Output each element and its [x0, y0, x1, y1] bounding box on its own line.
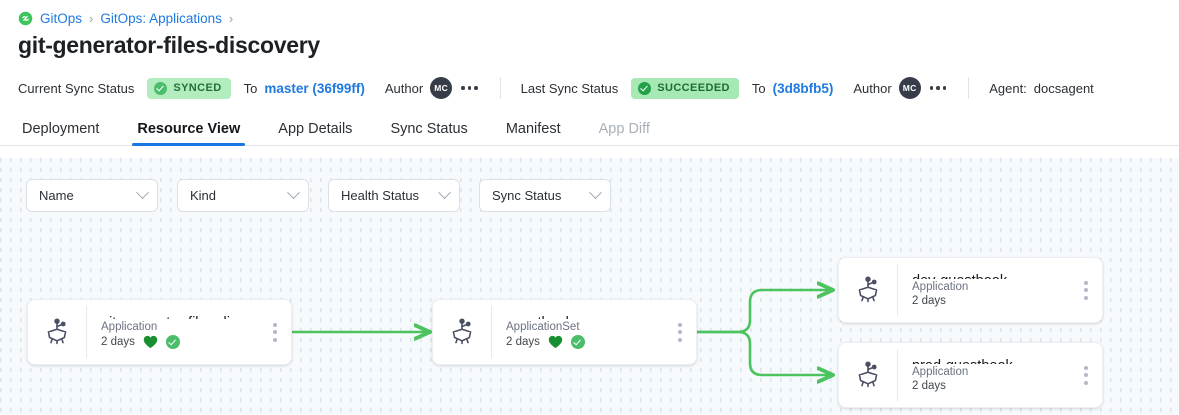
node-kind: Application — [101, 321, 158, 333]
current-to-label: To — [243, 80, 258, 96]
node-kind: ApplicationSet — [506, 321, 580, 333]
tab-deployment[interactable]: Deployment — [22, 120, 100, 137]
filter-name-select[interactable]: Name — [26, 179, 158, 212]
agent-label: Agent: — [989, 80, 1027, 96]
tab-manifest[interactable]: Manifest — [505, 120, 561, 137]
agent-value: docsagent — [1033, 80, 1094, 96]
node-more-icon[interactable] — [670, 317, 690, 348]
last-sync-more-icon[interactable] — [928, 82, 949, 94]
node-title: guestbook — [506, 315, 670, 319]
filter-kind-select[interactable]: Kind — [177, 179, 309, 212]
breadcrumb-separator: › — [89, 10, 94, 26]
current-sync-more-icon[interactable] — [459, 82, 480, 94]
filter-name-label: Name — [39, 188, 74, 203]
node-more-icon[interactable] — [265, 317, 285, 348]
last-to-label: To — [751, 80, 766, 96]
node-body: dev-guestbook Application 2 days — [897, 264, 1076, 316]
node-meta: 2 days — [101, 335, 265, 349]
graph-node-root[interactable]: git-generator-files-disco… Application 2… — [27, 299, 292, 365]
sync-status-check-icon — [165, 335, 180, 349]
edge-appset-dev — [695, 290, 831, 334]
node-meta: 2 days — [912, 295, 1076, 307]
node-kind: Application — [912, 366, 969, 378]
divider — [968, 77, 970, 99]
tab-resource-view[interactable]: Resource View — [118, 121, 259, 146]
tab-sync-status[interactable]: Sync Status — [390, 120, 468, 137]
breadcrumb-item-gitops[interactable]: GitOps — [40, 10, 83, 26]
node-title: git-generator-files-disco… — [101, 315, 265, 319]
last-sync-status-badge-label: SUCCEEDED — [657, 82, 730, 94]
resource-graph-canvas[interactable]: Name Kind Health Status Sync Status — [0, 158, 1179, 415]
filter-sync-status-select[interactable]: Sync Status — [479, 179, 611, 212]
current-sync-status-label: Current Sync Status — [18, 80, 135, 96]
node-kind: Application — [912, 281, 969, 293]
gitops-link-icon — [18, 11, 33, 25]
node-meta: 2 days — [506, 335, 670, 349]
node-title: dev-guestbook — [912, 273, 1076, 279]
filter-kind-label: Kind — [190, 188, 217, 203]
current-sync-status-badge: SYNCED — [147, 77, 231, 99]
chevron-down-icon — [438, 186, 451, 200]
check-circle-icon — [154, 81, 168, 95]
last-revision-link[interactable]: (3d8bfb5) — [772, 80, 834, 96]
node-age: 2 days — [912, 295, 946, 307]
divider — [499, 77, 501, 99]
node-body: prod-guestbook Application 2 days — [897, 349, 1076, 401]
graph-node-prod-guestbook[interactable]: prod-guestbook Application 2 days — [838, 342, 1103, 408]
graph-node-guestbook[interactable]: guestbook ApplicationSet 2 days — [432, 299, 697, 365]
current-author-label: Author — [384, 80, 424, 96]
graph-node-dev-guestbook[interactable]: dev-guestbook Application 2 days — [838, 257, 1103, 323]
node-age: 2 days — [506, 336, 540, 348]
node-age: 2 days — [101, 336, 135, 348]
chevron-down-icon — [287, 186, 300, 200]
breadcrumb-separator-end: › — [228, 10, 234, 26]
last-author-label: Author — [853, 80, 892, 96]
page-title: git-generator-files-discovery — [18, 32, 320, 58]
node-title: prod-guestbook — [912, 358, 1076, 364]
filter-health-status-label: Health Status — [341, 188, 420, 203]
argo-app-icon — [839, 276, 897, 304]
node-more-icon[interactable] — [1076, 275, 1096, 306]
node-more-icon[interactable] — [1076, 360, 1096, 391]
filter-sync-status-label: Sync Status — [492, 188, 562, 203]
argo-app-icon — [839, 361, 897, 389]
node-body: git-generator-files-disco… Application 2… — [86, 306, 265, 358]
chevron-down-icon — [589, 186, 602, 200]
check-circle-icon — [638, 81, 652, 95]
filter-bar: Name Kind Health Status Sync Status — [26, 179, 611, 212]
breadcrumb: GitOps › GitOps: Applications › — [0, 0, 1179, 26]
breadcrumb-item-applications[interactable]: GitOps: Applications — [100, 10, 222, 26]
filter-health-status-select[interactable]: Health Status — [328, 179, 460, 212]
last-sync-status-badge: SUCCEEDED — [631, 77, 739, 99]
avatar: MC — [898, 77, 921, 99]
last-sync-status-label: Last Sync Status — [520, 80, 619, 96]
tab-bar: Deployment Resource View App Details Syn… — [0, 106, 1179, 146]
node-age: 2 days — [912, 380, 946, 392]
sync-status-check-icon — [570, 335, 585, 349]
current-sync-status-badge-label: SYNCED — [173, 82, 222, 94]
tab-app-details[interactable]: App Details — [278, 120, 353, 137]
argo-app-icon — [28, 318, 86, 346]
tab-app-diff: App Diff — [598, 120, 650, 137]
argo-app-icon — [433, 318, 491, 346]
edge-appset-prod — [695, 330, 831, 375]
health-heart-icon — [143, 335, 158, 349]
node-body: guestbook ApplicationSet 2 days — [491, 306, 670, 358]
avatar: MC — [430, 77, 453, 99]
current-revision-link[interactable]: master (36f99ff) — [264, 80, 365, 96]
health-heart-icon — [548, 335, 563, 349]
app-meta-bar: Current Sync Status SYNCED To master (36… — [0, 70, 1179, 106]
node-meta: 2 days — [912, 380, 1076, 392]
chevron-down-icon — [136, 186, 149, 200]
